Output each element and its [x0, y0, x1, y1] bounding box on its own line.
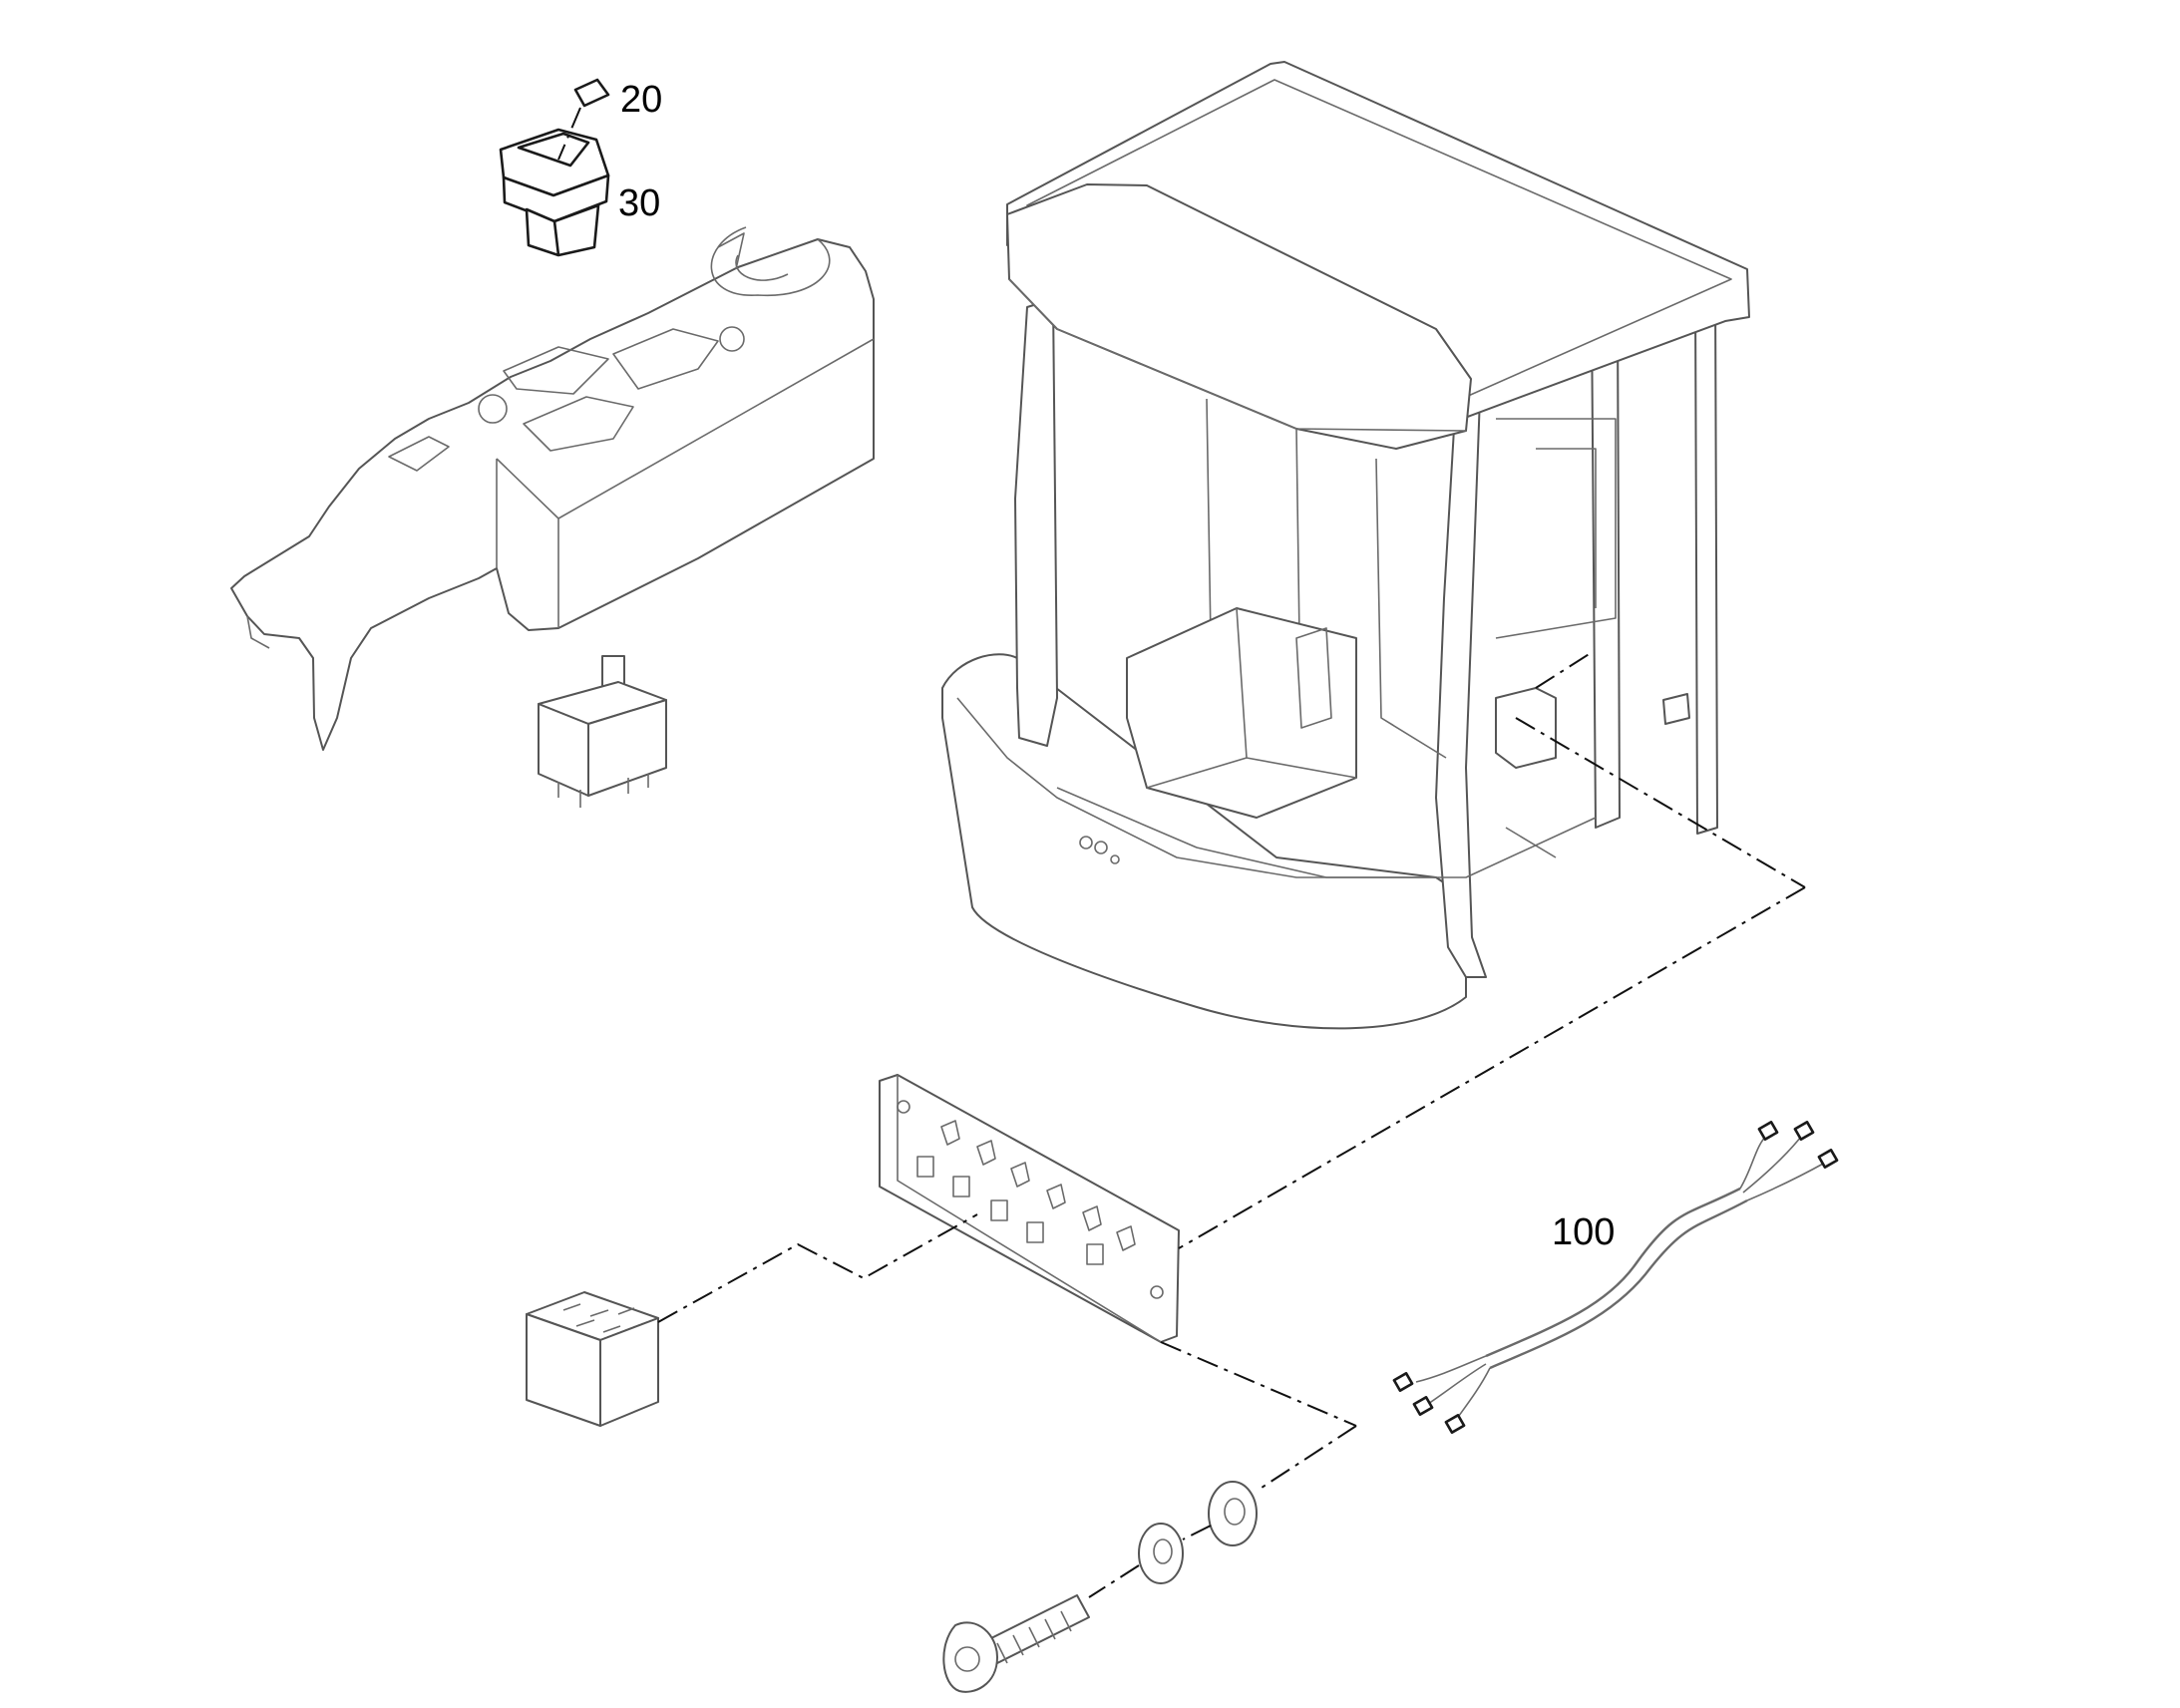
- callout-item-100: 100: [1552, 1211, 1615, 1253]
- relay-part[interactable]: [538, 655, 667, 808]
- cover-cap-part[interactable]: [573, 78, 610, 108]
- rocker-switch-part[interactable]: [499, 128, 610, 257]
- relay-mounting-plate-part[interactable]: [879, 1074, 1180, 1343]
- control-console-part[interactable]: [230, 226, 875, 751]
- callout-item-30: 30: [618, 182, 660, 224]
- cable-harness-part[interactable]: [1392, 1121, 1839, 1434]
- operator-cab-part[interactable]: [941, 61, 1750, 1030]
- callout-item-20: 20: [620, 79, 662, 121]
- leader-lines: [557, 107, 1806, 1598]
- relay-socket-part[interactable]: [526, 1291, 659, 1427]
- lock-washer-part[interactable]: [1138, 1523, 1184, 1584]
- flange-bolt-part[interactable]: [942, 1594, 1090, 1693]
- flat-washer-part[interactable]: [1208, 1481, 1258, 1546]
